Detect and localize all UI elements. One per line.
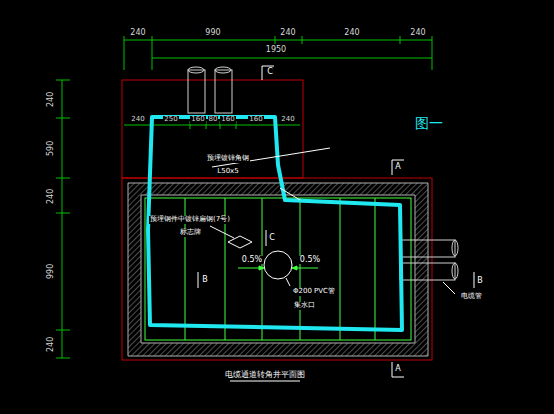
section-mark: C	[266, 68, 274, 77]
figure-tag: 图一	[414, 116, 444, 131]
section-mark: B	[476, 277, 484, 286]
dimension: 240	[280, 116, 295, 124]
note: 0.5%	[241, 256, 263, 265]
dimension: 1950	[265, 46, 287, 55]
dimension: 240	[48, 90, 57, 107]
dimension: 160	[190, 116, 205, 124]
dimension: 240	[409, 29, 426, 38]
note: Φ200 PVC管	[292, 288, 336, 296]
caption: 电缆通道转角井平面图	[224, 371, 306, 380]
dimension: 990	[204, 29, 221, 38]
section-mark: B	[201, 276, 209, 285]
dimension: 240	[48, 187, 57, 204]
dimension: 240	[130, 116, 145, 124]
note: 集水口	[293, 302, 316, 310]
dimension: 160	[220, 116, 235, 124]
note: 0.5%	[299, 256, 321, 265]
dimension: 990	[48, 262, 57, 279]
dimension: 590	[48, 139, 57, 156]
note: 预埋镀锌角钢	[206, 155, 250, 163]
note: L50x5	[216, 168, 239, 176]
note: 预埋钢件中镀锌扁钢(7号)	[149, 216, 231, 224]
dimension: 240	[129, 29, 146, 38]
dimension: 80	[208, 116, 219, 124]
dimension: 240	[343, 29, 360, 38]
dimension: 250	[163, 116, 178, 124]
dimension: 240	[48, 335, 57, 352]
section-mark: C	[268, 234, 276, 243]
dimension: 160	[248, 116, 263, 124]
note: 电缆管	[460, 293, 483, 301]
section-mark: A	[394, 163, 401, 172]
section-mark: A	[394, 365, 401, 374]
note: 标志牌	[179, 229, 202, 237]
dimension: 240	[279, 29, 296, 38]
